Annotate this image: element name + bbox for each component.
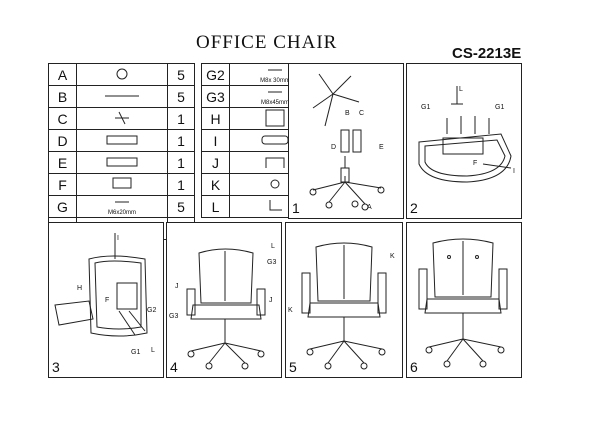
step-3-label-h: H bbox=[77, 285, 83, 292]
step-2-panel: L G1 G1 F I 2 bbox=[406, 63, 522, 219]
bolt-icon bbox=[268, 91, 282, 92]
step-4-label-g3-bottom: G3 bbox=[169, 313, 179, 320]
step-1-drawing bbox=[309, 73, 385, 211]
step-6-number: 6 bbox=[410, 359, 418, 375]
column-gap bbox=[195, 86, 202, 108]
part-label: G2 bbox=[201, 63, 230, 86]
part-label: F bbox=[48, 173, 77, 196]
part-quantity: 1 bbox=[167, 129, 195, 152]
step-4-panel: L G3 J J G3 4 bbox=[166, 222, 282, 378]
allen-key-icon bbox=[269, 200, 282, 211]
step-2-label-f: F bbox=[473, 160, 478, 167]
step-5-label-k-left: K bbox=[288, 307, 293, 314]
step-1-label-b: B bbox=[345, 110, 350, 117]
part-label: L bbox=[201, 195, 230, 218]
step-3-panel: I H F G2 G1 L 3 bbox=[48, 222, 164, 378]
star-base-icon bbox=[105, 95, 139, 97]
part-label: K bbox=[201, 173, 230, 196]
armrest-icon bbox=[265, 157, 285, 168]
lift-cover-icon bbox=[106, 157, 138, 167]
part-label: D bbox=[48, 129, 77, 152]
column-gap bbox=[195, 108, 202, 130]
part-quantity: 5 bbox=[167, 85, 195, 108]
step-1-label-c: C bbox=[359, 110, 365, 117]
step-3-drawing bbox=[54, 233, 148, 337]
part-picture bbox=[76, 129, 168, 152]
column-gap bbox=[195, 64, 202, 86]
part-quantity: 5 bbox=[167, 63, 195, 86]
step-5-drawing bbox=[301, 242, 387, 370]
part-label: E bbox=[48, 151, 77, 174]
step-5-number: 5 bbox=[289, 359, 297, 375]
step-2-number: 2 bbox=[410, 200, 418, 216]
step-1-number: 1 bbox=[292, 200, 300, 216]
step-4-number: 4 bbox=[170, 359, 178, 375]
washer-icon bbox=[270, 179, 280, 189]
step-3-label-l: L bbox=[151, 347, 155, 354]
part-label: B bbox=[48, 85, 77, 108]
part-picture bbox=[76, 151, 168, 174]
part-quantity: 1 bbox=[167, 173, 195, 196]
step-6-drawing bbox=[418, 238, 508, 368]
step-4-drawing bbox=[186, 248, 266, 370]
bolt-icon bbox=[115, 201, 129, 202]
part-picture bbox=[76, 173, 168, 196]
step-5-panel: K K 5 bbox=[285, 222, 403, 378]
part-spec: M8x 30mm bbox=[260, 78, 290, 84]
step-3-label-i: I bbox=[117, 235, 119, 242]
parts-row: G M6x20mm 5L 1 bbox=[48, 195, 348, 218]
step-1-panel: B C D E A 1 bbox=[288, 63, 404, 219]
part-picture bbox=[76, 107, 168, 130]
step-1-label-d: D bbox=[331, 144, 337, 151]
step-2-label-g1-left: G1 bbox=[421, 104, 431, 111]
gas-lift-icon bbox=[115, 111, 129, 125]
step-5-label-k-right: K bbox=[390, 253, 395, 260]
step-3-label-g2: G2 bbox=[147, 307, 157, 314]
step-4-label-j-right: J bbox=[269, 297, 273, 304]
part-quantity: 5 bbox=[167, 195, 195, 218]
step-1-label-e: E bbox=[379, 144, 384, 151]
part-label: G3 bbox=[201, 85, 230, 108]
lift-cover-icon bbox=[106, 135, 138, 145]
step-2-label-l: L bbox=[459, 86, 463, 93]
part-picture bbox=[76, 85, 168, 108]
part-label: I bbox=[201, 129, 230, 152]
part-label: A bbox=[48, 63, 77, 86]
model-code: CS-2213E bbox=[452, 45, 522, 62]
step-4-label-j-left: J bbox=[175, 283, 179, 290]
part-spec: M6x20mm bbox=[107, 210, 136, 216]
step-4-label-l: L bbox=[271, 243, 275, 250]
column-gap bbox=[195, 174, 202, 196]
part-label: H bbox=[201, 107, 230, 130]
step-2-drawing bbox=[418, 86, 512, 183]
part-picture: M6x20mm bbox=[76, 195, 168, 218]
part-spec: M8x45mm bbox=[260, 100, 289, 106]
step-1-label-a: A bbox=[367, 204, 372, 211]
step-3-label-g1: G1 bbox=[131, 349, 141, 356]
step-3-label-f: F bbox=[105, 297, 110, 304]
step-3-number: 3 bbox=[52, 359, 60, 375]
column-gap bbox=[195, 196, 202, 218]
caster-wheel-icon bbox=[116, 68, 128, 80]
part-picture bbox=[76, 63, 168, 86]
seat-mechanism-icon bbox=[112, 177, 132, 189]
step-2-label-i: I bbox=[513, 168, 515, 175]
column-gap bbox=[195, 130, 202, 152]
column-gap bbox=[195, 152, 202, 174]
part-label: G bbox=[48, 195, 77, 218]
part-label: C bbox=[48, 107, 77, 130]
page-title: OFFICE CHAIR bbox=[196, 32, 338, 53]
part-quantity: 1 bbox=[167, 151, 195, 174]
part-label: J bbox=[201, 151, 230, 174]
step-4-label-g3-top: G3 bbox=[267, 259, 277, 266]
backrest-icon bbox=[265, 109, 285, 127]
step-6-panel: 6 bbox=[406, 222, 522, 378]
bolt-icon bbox=[268, 69, 282, 70]
part-quantity: 1 bbox=[167, 107, 195, 130]
step-2-label-g1-right: G1 bbox=[495, 104, 505, 111]
